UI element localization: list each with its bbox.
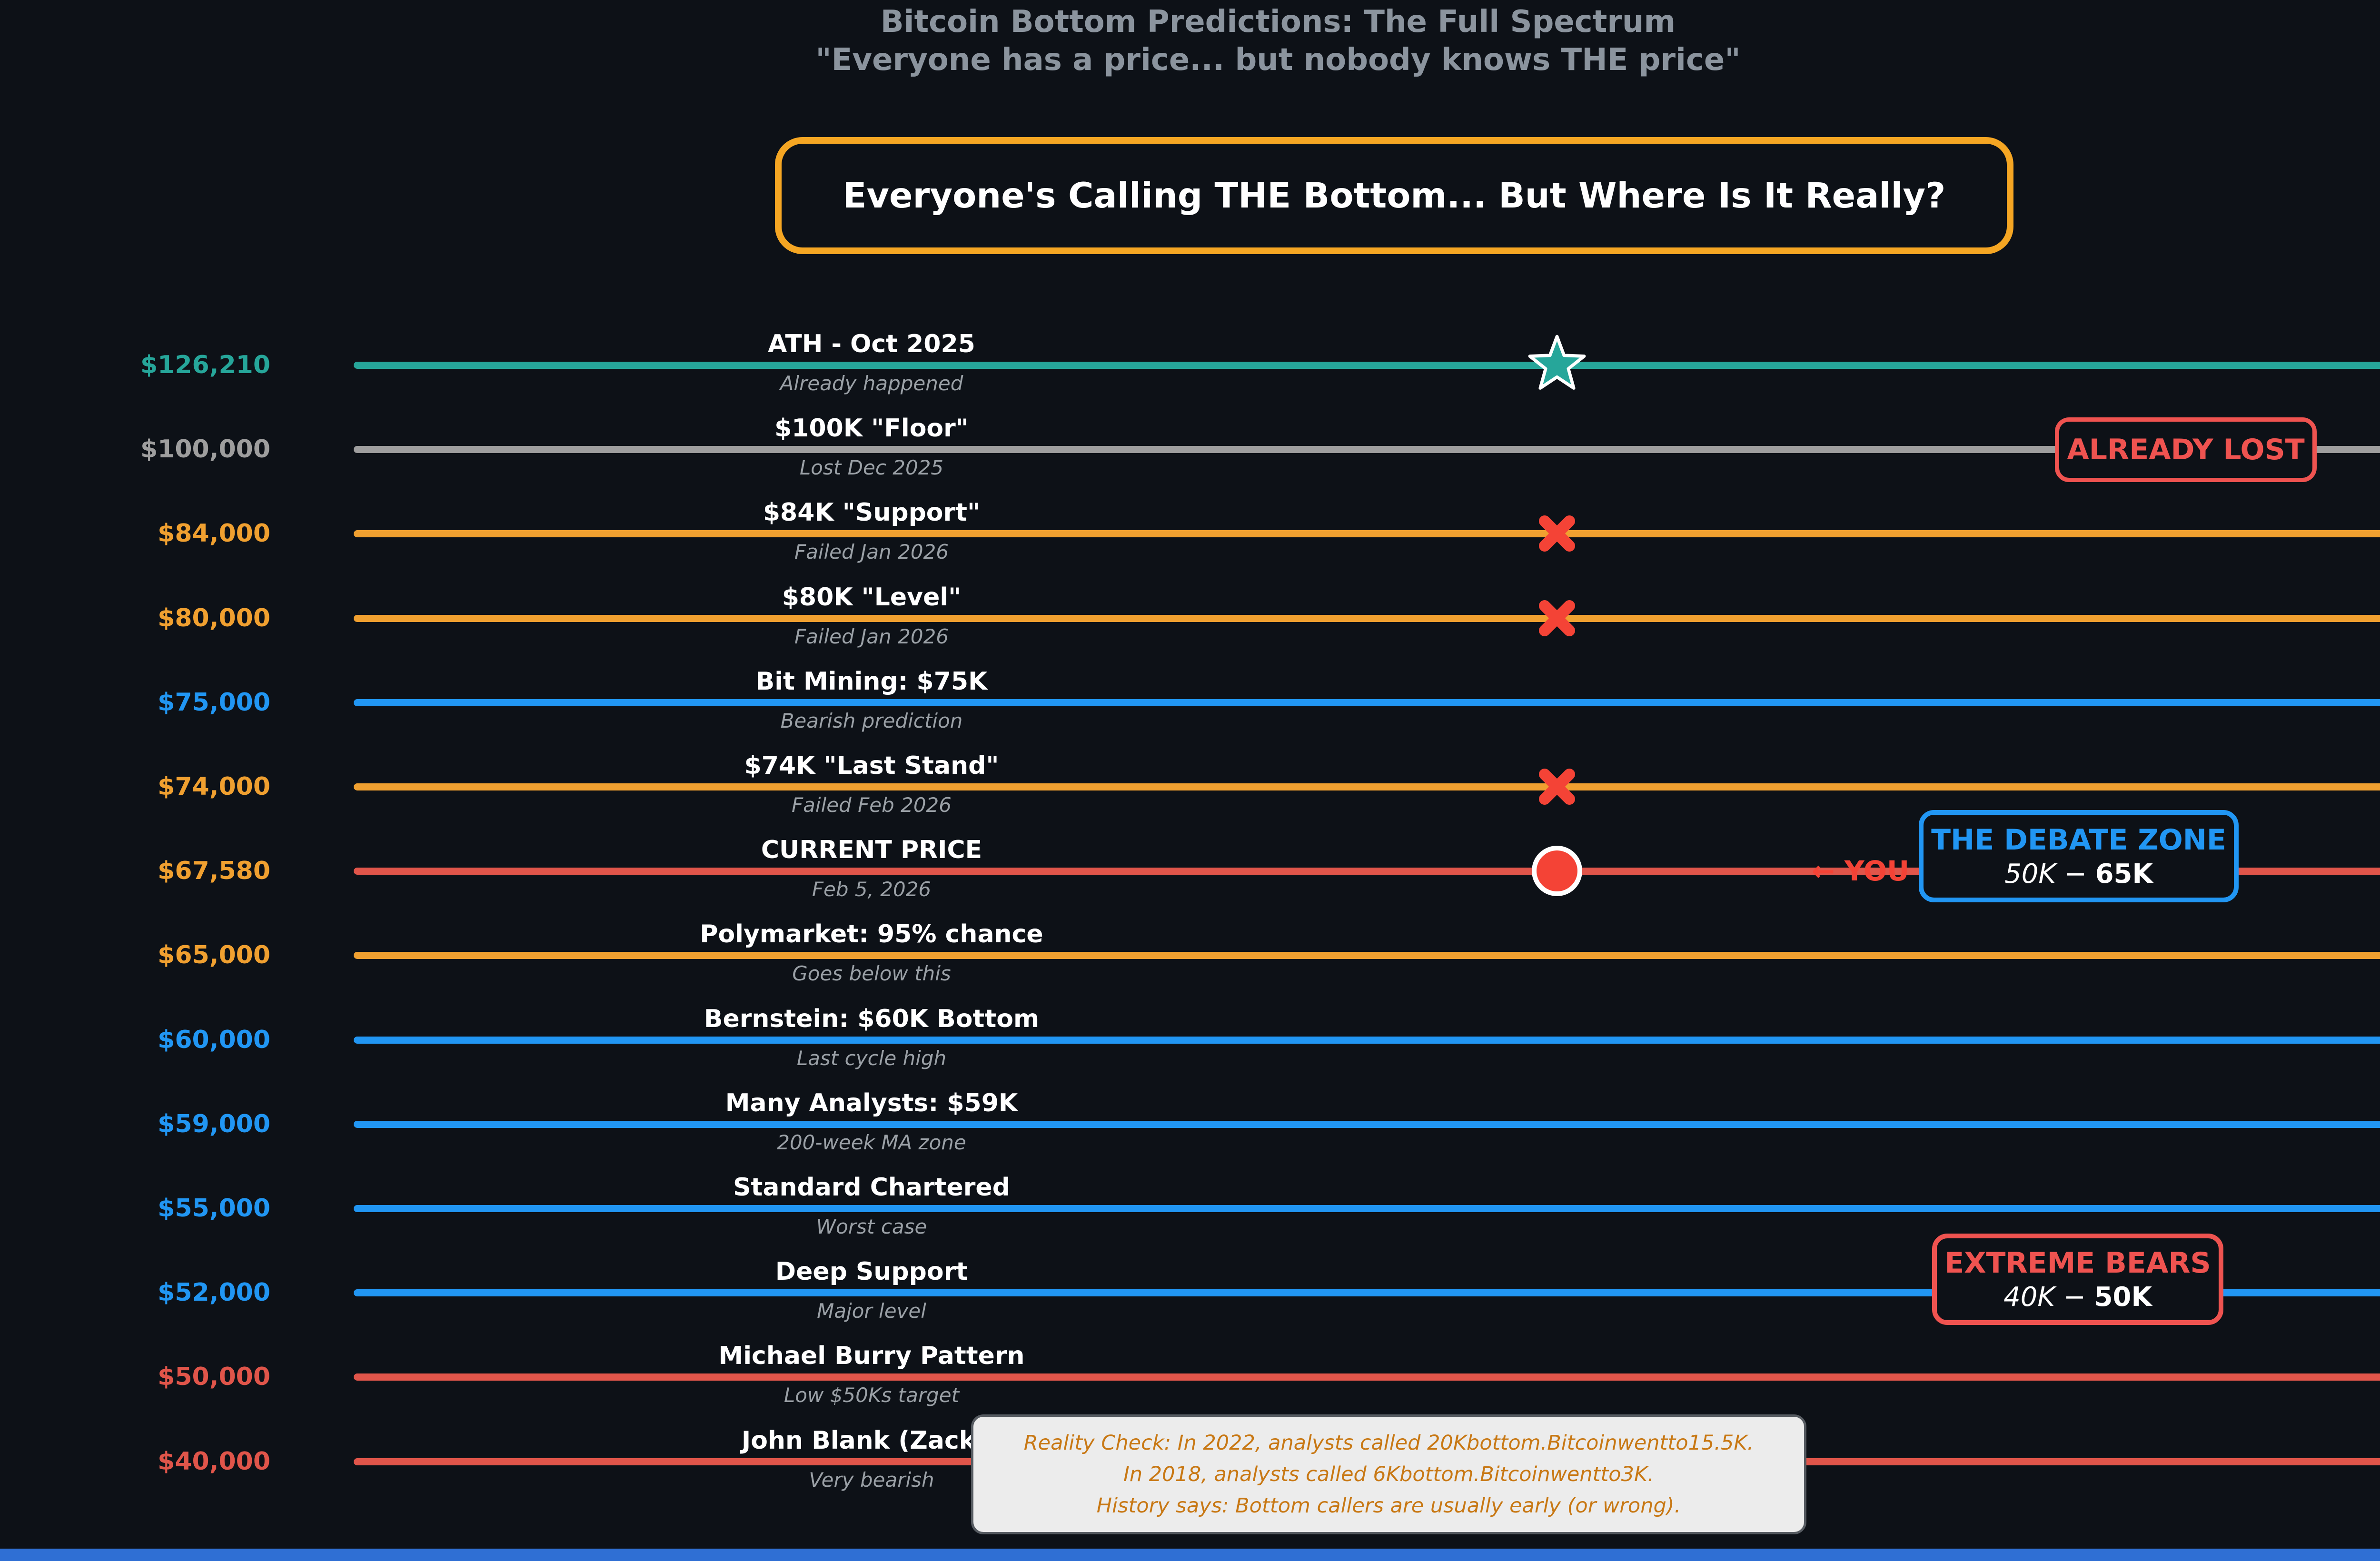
reality-check-line-3: History says: Bottom callers are usually… <box>1096 1494 1681 1518</box>
row-label: ATH - Oct 2025 <box>768 330 975 358</box>
row-sublabel: Failed Jan 2026 <box>794 540 949 563</box>
extreme-bears-badge: EXTREME BEARS 40K − 50K <box>1932 1234 2223 1325</box>
prediction-line <box>354 1121 2380 1128</box>
row-label: Deep Support <box>775 1257 968 1286</box>
row-label: Bernstein: $60K Bottom <box>704 1005 1040 1033</box>
debate-zone-range: 50K − 65K <box>2004 859 2153 889</box>
x-marker-icon <box>1533 594 1581 642</box>
banner: Everyone's Calling THE Bottom... But Whe… <box>775 137 2013 254</box>
reality-check-box: Reality Check: In 2022, analysts called … <box>971 1414 1806 1534</box>
chart-row: $50,000 Michael Burry Pattern Low $50Ks … <box>0 1334 2380 1419</box>
chart-row: $80,000 $80K "Level" Failed Jan 2026 <box>0 576 2380 661</box>
row-label: Standard Chartered <box>733 1173 1010 1202</box>
price-label: $40,000 <box>158 1447 270 1476</box>
price-label: $80,000 <box>158 604 270 632</box>
price-label: $55,000 <box>158 1194 270 1223</box>
price-label: $50,000 <box>158 1363 270 1391</box>
price-label: $52,000 <box>158 1278 270 1307</box>
chart-row: $126,210 ATH - Oct 2025 Already happened <box>0 323 2380 407</box>
row-label: Michael Burry Pattern <box>718 1342 1025 1370</box>
prediction-line <box>354 952 2380 959</box>
row-label: CURRENT PRICE <box>761 836 982 864</box>
chart-row: $52,000 Deep Support Major level <box>0 1250 2380 1335</box>
row-sublabel: Low $50Ks target <box>783 1383 960 1407</box>
bottom-strip <box>0 1549 2380 1561</box>
row-sublabel: Failed Jan 2026 <box>794 625 949 648</box>
row-sublabel: Feb 5, 2026 <box>812 878 932 901</box>
row-sublabel: Bearish prediction <box>780 709 963 732</box>
banner-text: Everyone's Calling THE Bottom... But Whe… <box>843 175 1946 216</box>
row-label: $80K "Level" <box>782 583 962 612</box>
prediction-line <box>354 1205 2380 1212</box>
chart-row: $60,000 Bernstein: $60K Bottom Last cycl… <box>0 998 2380 1082</box>
extreme-bears-range-low: 40K − <box>2003 1281 2094 1313</box>
x-marker-icon <box>1533 763 1581 810</box>
price-label: $74,000 <box>158 772 270 801</box>
row-label: Polymarket: 95% chance <box>700 920 1043 948</box>
chart-row: $100,000 $100K "Floor" Lost Dec 2025 <box>0 407 2380 492</box>
row-sublabel: Lost Dec 2025 <box>799 456 944 479</box>
chart-row: $74,000 $74K "Last Stand" Failed Feb 202… <box>0 744 2380 829</box>
prediction-line <box>354 1037 2380 1044</box>
row-sublabel: 200-week MA zone <box>777 1131 966 1154</box>
prediction-line <box>354 362 2380 369</box>
price-label: $60,000 <box>158 1026 270 1054</box>
prediction-line <box>354 783 2380 790</box>
price-label: $84,000 <box>158 519 270 548</box>
prediction-line <box>354 699 2380 706</box>
prediction-line <box>354 446 2380 453</box>
row-label: $74K "Last Stand" <box>744 751 999 780</box>
row-label: John Blank (Zacks) <box>741 1426 1002 1455</box>
row-sublabel: Major level <box>817 1299 926 1323</box>
row-sublabel: Very bearish <box>809 1468 934 1492</box>
debate-zone-range-low: 50K − <box>2004 858 2095 889</box>
chart-row: $55,000 Standard Chartered Worst case <box>0 1166 2380 1251</box>
row-label: $84K "Support" <box>763 498 981 527</box>
row-label: Bit Mining: $75K <box>755 667 988 696</box>
you-label: ← YOU <box>1812 855 1910 887</box>
row-sublabel: Failed Feb 2026 <box>792 793 952 817</box>
page-subtitle: "Everyone has a price... but nobody know… <box>815 42 1741 78</box>
already-lost-badge: ALREADY LOST <box>2055 417 2317 482</box>
prediction-line <box>354 615 2380 622</box>
current-price-dot <box>1532 846 1582 896</box>
price-label: $100,000 <box>140 435 270 464</box>
price-label: $67,580 <box>158 857 270 885</box>
extreme-bears-range: 40K − 50K <box>2003 1282 2152 1313</box>
price-label: $59,000 <box>158 1110 270 1138</box>
chart-row: $59,000 Many Analysts: $59K 200-week MA … <box>0 1082 2380 1166</box>
row-label: $100K "Floor" <box>774 414 969 443</box>
price-label: $65,000 <box>158 941 270 969</box>
x-marker-icon <box>1533 510 1581 557</box>
reality-check-line-2: In 2018, analysts called 6Kbottom.Bitcoi… <box>1123 1462 1654 1486</box>
prediction-line <box>354 530 2380 537</box>
page-title: Bitcoin Bottom Predictions: The Full Spe… <box>880 4 1676 40</box>
extreme-bears-title: EXTREME BEARS <box>1944 1246 2211 1280</box>
star-icon <box>1523 331 1592 400</box>
row-label: Many Analysts: $59K <box>725 1089 1018 1117</box>
row-sublabel: Last cycle high <box>796 1047 947 1070</box>
chart-row: $65,000 Polymarket: 95% chance Goes belo… <box>0 913 2380 998</box>
row-sublabel: Goes below this <box>792 962 951 985</box>
price-label: $126,210 <box>140 351 270 379</box>
debate-zone-title: THE DEBATE ZONE <box>1931 823 2226 857</box>
prediction-line <box>354 868 2380 875</box>
debate-zone-range-high: 65K <box>2095 858 2153 889</box>
chart-row: $75,000 Bit Mining: $75K Bearish predict… <box>0 660 2380 745</box>
row-sublabel: Worst case <box>816 1215 927 1238</box>
prediction-line <box>354 1289 2380 1296</box>
already-lost-label: ALREADY LOST <box>2067 433 2305 466</box>
chart-row: $67,580 CURRENT PRICE Feb 5, 2026 <box>0 829 2380 913</box>
price-label: $75,000 <box>158 688 270 717</box>
prediction-line <box>354 1373 2380 1381</box>
chart-row: $84,000 $84K "Support" Failed Jan 2026 <box>0 491 2380 576</box>
extreme-bears-range-high: 50K <box>2094 1281 2152 1313</box>
reality-check-line-1: Reality Check: In 2022, analysts called … <box>1023 1431 1754 1455</box>
debate-zone-badge: THE DEBATE ZONE 50K − 65K <box>1919 810 2239 902</box>
row-sublabel: Already happened <box>780 372 963 395</box>
